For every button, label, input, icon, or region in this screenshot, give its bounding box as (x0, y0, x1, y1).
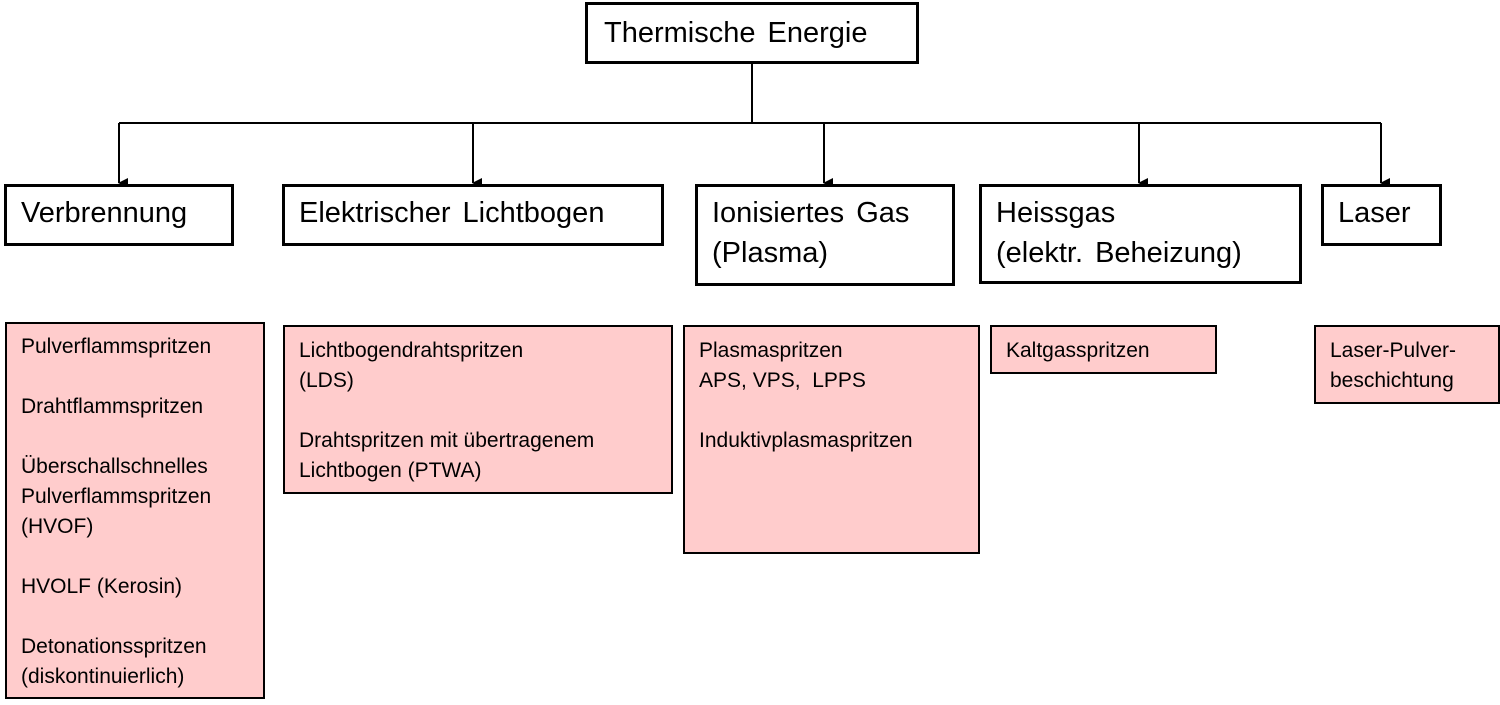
method-item: APS, VPS, LPPS (699, 369, 866, 392)
method-item: Kaltgasspritzen (1006, 339, 1150, 362)
category-label-line: (Plasma) (712, 237, 829, 269)
method-item: Plasmaspritzen (699, 339, 843, 362)
method-item: beschichtung (1330, 369, 1454, 392)
method-item: Drahtspritzen mit übertragenem (299, 429, 595, 452)
method-item: (HVOF) (21, 515, 94, 538)
method-item: Pulverflammspritzen (21, 485, 212, 508)
category-node-heissgas: Heissgas (elektr. Beheizung) (979, 184, 1302, 284)
category-label-line: Ionisiertes Gas (712, 197, 910, 229)
root-node: Thermische Energie (585, 2, 919, 64)
category-label-line: Verbrennung (21, 197, 188, 229)
category-node-ionisiertes-gas: Ionisiertes Gas (Plasma) (695, 184, 955, 286)
category-label-line: Heissgas (996, 197, 1116, 229)
category-label-line: Elektrischer Lichtbogen (299, 197, 605, 229)
methods-box-elektrischer-lichtbogen: Lichtbogendrahtspritzen (LDS) Drahtsprit… (283, 325, 673, 494)
method-item: (diskontinuierlich) (21, 665, 185, 688)
method-item: Induktivplasmaspritzen (699, 429, 913, 452)
method-item: Detonationsspritzen (21, 635, 207, 658)
root-node-label: Thermische Energie (604, 17, 868, 49)
method-item: Lichtbogendrahtspritzen (299, 339, 524, 362)
method-item: Lichtbogen (PTWA) (299, 459, 482, 482)
category-label-line: Laser (1338, 197, 1411, 229)
methods-box-ionisiertes-gas: Plasmaspritzen APS, VPS, LPPS Induktivpl… (683, 325, 980, 554)
method-item: Laser-Pulver- (1330, 339, 1457, 362)
category-node-laser: Laser (1321, 184, 1442, 246)
method-item: Überschallschnelles (21, 455, 208, 478)
methods-box-heissgas: Kaltgasspritzen (990, 325, 1217, 374)
method-item: HVOLF (Kerosin) (21, 575, 183, 598)
method-item: (LDS) (299, 369, 354, 392)
methods-box-laser: Laser-Pulver- beschichtung (1314, 325, 1500, 404)
category-label-line: (elektr. Beheizung) (996, 237, 1242, 269)
method-item: Drahtflammspritzen (21, 395, 204, 418)
category-node-elektrischer-lichtbogen: Elektrischer Lichtbogen (282, 184, 664, 246)
methods-box-verbrennung: Pulverflammspritzen Drahtflammspritzen Ü… (5, 322, 265, 699)
method-item: Pulverflammspritzen (21, 335, 212, 358)
category-node-verbrennung: Verbrennung (4, 184, 234, 246)
